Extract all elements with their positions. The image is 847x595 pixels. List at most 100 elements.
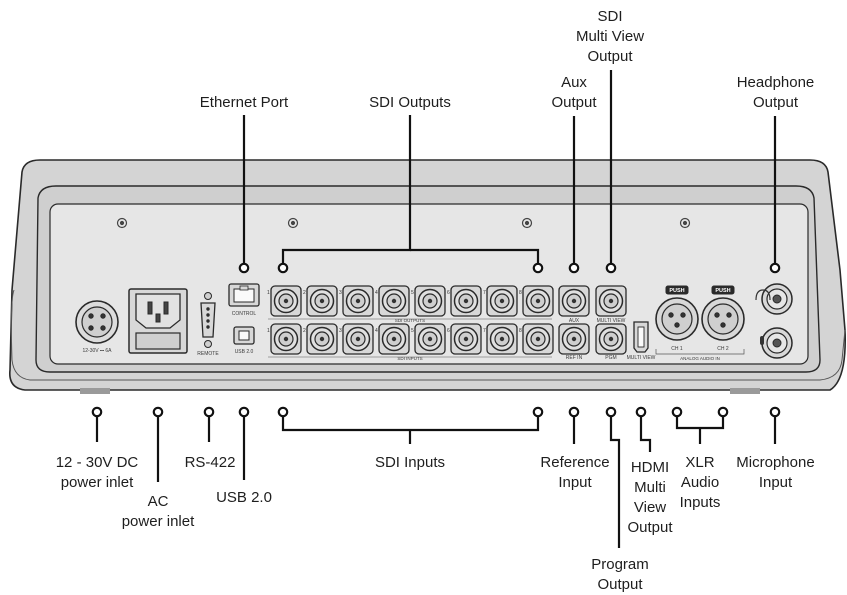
foot-right xyxy=(730,388,760,394)
sdi-input-bnc-7 xyxy=(486,323,518,355)
panel-label-push-2: PUSH xyxy=(715,288,730,294)
panel-label-multiview-sdi: MULTI VIEW xyxy=(597,318,626,324)
callout-dot-ac xyxy=(152,406,164,418)
sdi-input-bnc-6 xyxy=(450,323,482,355)
bnc-number-out: 7 xyxy=(483,290,486,296)
panel-label-remote: REMOTE xyxy=(197,351,219,357)
label-reference-input: Reference Input xyxy=(540,454,610,491)
panel-label-control: CONTROL xyxy=(232,311,257,317)
bnc-number-in: 8 xyxy=(519,328,522,334)
bnc-number-in: 7 xyxy=(483,328,486,334)
microphone-jack xyxy=(761,327,793,359)
panel-label-sdi-outputs: SDI OUTPUTS xyxy=(395,318,425,323)
callout-dot-sdi-out-8 xyxy=(532,262,544,274)
sdi-input-bnc-4 xyxy=(378,323,410,355)
dc-power-connector xyxy=(75,300,119,344)
label-usb2: USB 2.0 xyxy=(216,489,272,506)
label-hdmi-multiview-output: HDMI Multi View Output xyxy=(627,459,673,536)
bnc-number-in: 1 xyxy=(267,328,270,334)
screw xyxy=(679,217,691,229)
bnc-number-in: 6 xyxy=(447,328,450,334)
callout-dot-sdi-in-1 xyxy=(277,406,289,418)
panel-label-aux: AUX xyxy=(569,318,580,324)
sdi-input-bnc-2 xyxy=(306,323,338,355)
sdi-output-bnc-7 xyxy=(486,285,518,317)
sdi-output-bnc-6 xyxy=(450,285,482,317)
callout-dot-hdmi xyxy=(635,406,647,418)
callout-dot-pgm xyxy=(605,406,617,418)
bnc-number-out: 5 xyxy=(411,290,414,296)
sdi-output-bnc-3 xyxy=(342,285,374,317)
sdi-output-bnc-4 xyxy=(378,285,410,317)
analog-audio-bracket xyxy=(655,349,745,355)
label-program-output: Program Output xyxy=(591,556,649,593)
panel-label-ref-in: REF IN xyxy=(566,355,583,361)
callout-dot-xlr-1 xyxy=(671,406,683,418)
pgm-output-bnc xyxy=(595,323,627,355)
callout-dot-mic xyxy=(769,406,781,418)
panel-label-usb: USB 2.0 xyxy=(235,349,254,355)
callout-hdmi xyxy=(639,416,652,452)
callout-dot-usb xyxy=(238,406,250,418)
callout-dot-ref xyxy=(568,406,580,418)
callout-dot-rs422 xyxy=(203,406,215,418)
callout-pgm xyxy=(609,416,621,548)
bnc-number-out: 8 xyxy=(519,290,522,296)
bnc-number-in: 4 xyxy=(375,328,378,334)
label-sdi-multiview-output: SDI Multi View Output xyxy=(575,8,645,65)
bnc-number-out: 2 xyxy=(303,290,306,296)
panel-label-push-1: PUSH xyxy=(669,288,684,294)
xlr-ch1-connector xyxy=(655,285,699,341)
hdmi-connector xyxy=(633,321,649,353)
label-dc-power-inlet: 12 - 30V DC power inlet xyxy=(55,454,139,491)
callout-dot-multiview-sdi xyxy=(605,262,617,274)
xlr-ch2-connector xyxy=(701,285,745,341)
panel-label-analog-audio-in: ANALOG AUDIO IN xyxy=(680,356,720,361)
label-ethernet-port: Ethernet Port xyxy=(199,94,289,111)
label-ac-power-inlet: AC power inlet xyxy=(121,493,195,530)
headphone-jack xyxy=(761,283,793,315)
label-headphone-output: Headphone Output xyxy=(736,74,815,111)
callout-xlr xyxy=(675,416,725,430)
ref-in-bnc xyxy=(558,323,590,355)
bnc-number-in: 3 xyxy=(339,328,342,334)
bnc-number-out: 6 xyxy=(447,290,450,296)
callout-dot-sdi-out-1 xyxy=(277,262,289,274)
callout-sdi-outputs xyxy=(281,115,412,264)
sdi-input-bnc-1 xyxy=(270,323,302,355)
callout-dot-aux xyxy=(568,262,580,274)
label-microphone-input: Microphone Input xyxy=(736,454,815,491)
bnc-number-out: 4 xyxy=(375,290,378,296)
label-sdi-inputs: SDI Inputs xyxy=(374,454,446,471)
sdi-input-bnc-8 xyxy=(522,323,554,355)
aux-output-bnc xyxy=(558,285,590,317)
headphone-icon xyxy=(755,289,771,301)
screw xyxy=(116,217,128,229)
device-lip xyxy=(10,289,846,381)
screw xyxy=(287,217,299,229)
ac-power-inlet xyxy=(128,288,188,354)
callout-sdi-inputs xyxy=(281,416,540,432)
panel-label-pgm: PGM xyxy=(605,355,616,361)
panel-screws xyxy=(116,217,691,229)
label-rs422: RS-422 xyxy=(184,454,236,471)
foot-left xyxy=(80,388,110,394)
sdi-output-bnc-2 xyxy=(306,285,338,317)
callout-dot-sdi-in-8 xyxy=(532,406,544,418)
usb-connector xyxy=(233,326,255,345)
callout-dot-xlr-2 xyxy=(717,406,729,418)
sdi-input-bnc-5 xyxy=(414,323,446,355)
callout-lines xyxy=(91,70,781,548)
multiview-sdi-bnc xyxy=(595,285,627,317)
screw xyxy=(521,217,533,229)
label-xlr-audio-inputs: XLR Audio Inputs xyxy=(679,454,721,511)
bnc-number-in: 5 xyxy=(411,328,414,334)
rs422-connector xyxy=(200,292,216,348)
ethernet-connector xyxy=(228,283,260,307)
panel-label-dc-rating: 12-30V ⎓ 6A xyxy=(82,348,112,354)
bnc-number-in: 2 xyxy=(303,328,306,334)
callout-dot-headphone xyxy=(769,262,781,274)
